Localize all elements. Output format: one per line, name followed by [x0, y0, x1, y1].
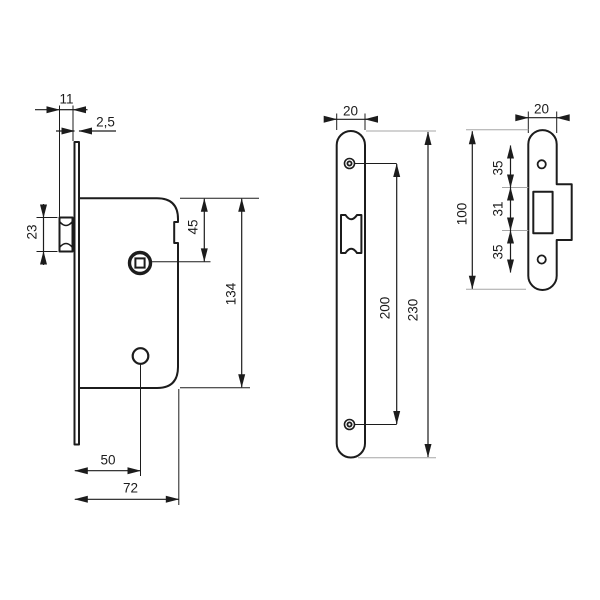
dim-label-spindle-from-top: 45: [184, 218, 200, 235]
roller-arc-top: [58, 220, 74, 227]
faceplate-edge: [73, 141, 80, 446]
dim-label-faceplate-height: 230: [404, 298, 420, 322]
strike-screw-hole-bottom: [536, 254, 547, 265]
faceplate-screw-hole-top-center: [346, 160, 353, 167]
faceplate-body: [335, 130, 367, 459]
faceplate-roller-cutout: [340, 214, 363, 254]
faceplate-figure: [323, 113, 436, 459]
lock-case-body: [78, 197, 179, 389]
dim-label-strike-height: 100: [454, 202, 470, 225]
faceplate-screw-hole-bottom-center: [346, 421, 353, 428]
roller-catch: [58, 216, 74, 253]
faceplate-screw-hole-top: [343, 157, 356, 170]
dim-label-strike-top-section: 35: [489, 159, 505, 176]
lock-case-figure: [35, 105, 259, 505]
case-fixing-hole: [131, 347, 150, 365]
dim-label-strike-bottom-section: 35: [489, 243, 505, 260]
strike-plate-figure: [466, 111, 573, 291]
dim-label-case-depth: 72: [122, 479, 139, 495]
faceplate-screw-hole-bottom: [343, 418, 356, 431]
spindle-hub: [127, 250, 153, 276]
strike-latch-cutout: [532, 190, 554, 235]
dim-label-screw-spacing: 200: [377, 296, 393, 320]
dim-label-case-height: 134: [222, 282, 238, 305]
dim-label-strike-width: 20: [533, 100, 550, 116]
roller-arc-bottom: [58, 242, 74, 249]
spindle-square-hole: [134, 257, 146, 269]
dim-label-roller-projection: 11: [59, 91, 74, 107]
dim-label-faceplate-width: 20: [342, 102, 359, 118]
strike-screw-hole-top: [536, 159, 547, 170]
dim-label-faceplate-thickness: 2,5: [96, 113, 115, 129]
dim-label-backset: 50: [100, 451, 116, 467]
dim-label-strike-cutout-height: 31: [489, 201, 505, 217]
dim-label-roller-height: 23: [23, 224, 39, 240]
